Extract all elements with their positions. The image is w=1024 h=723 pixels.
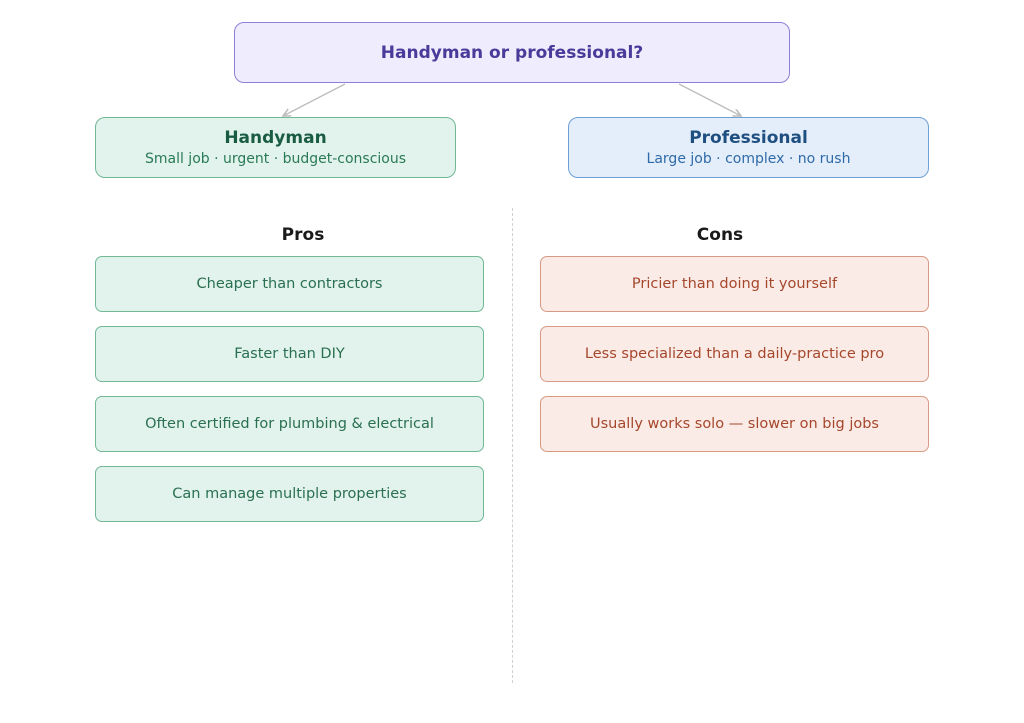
con-item: Pricier than doing it yourself xyxy=(540,256,929,312)
con-item: Less specialized than a daily-practice p… xyxy=(540,326,929,382)
column-divider xyxy=(512,208,513,683)
pro-item: Faster than DIY xyxy=(95,326,484,382)
arrow-to-handyman xyxy=(283,83,346,116)
arrow-to-professional xyxy=(678,83,741,116)
pro-item: Often certified for plumbing & electrica… xyxy=(95,396,484,452)
handyman-node: Handyman Small job · urgent · budget-con… xyxy=(95,117,456,178)
cons-list: Pricier than doing it yourself Less spec… xyxy=(540,256,929,452)
professional-title: Professional xyxy=(689,127,808,148)
pros-list: Cheaper than contractors Faster than DIY… xyxy=(95,256,484,522)
pros-heading: Pros xyxy=(281,225,325,245)
pro-item: Can manage multiple properties xyxy=(95,466,484,522)
professional-subtitle: Large job · complex · no rush xyxy=(646,150,851,167)
con-item: Usually works solo — slower on big jobs xyxy=(540,396,929,452)
cons-heading: Cons xyxy=(696,225,744,245)
root-question-title: Handyman or professional? xyxy=(380,42,644,63)
professional-node: Professional Large job · complex · no ru… xyxy=(568,117,929,178)
root-question-node: Handyman or professional? xyxy=(234,22,790,83)
pro-item: Cheaper than contractors xyxy=(95,256,484,312)
handyman-subtitle: Small job · urgent · budget-conscious xyxy=(144,150,407,167)
handyman-title: Handyman xyxy=(224,127,327,148)
